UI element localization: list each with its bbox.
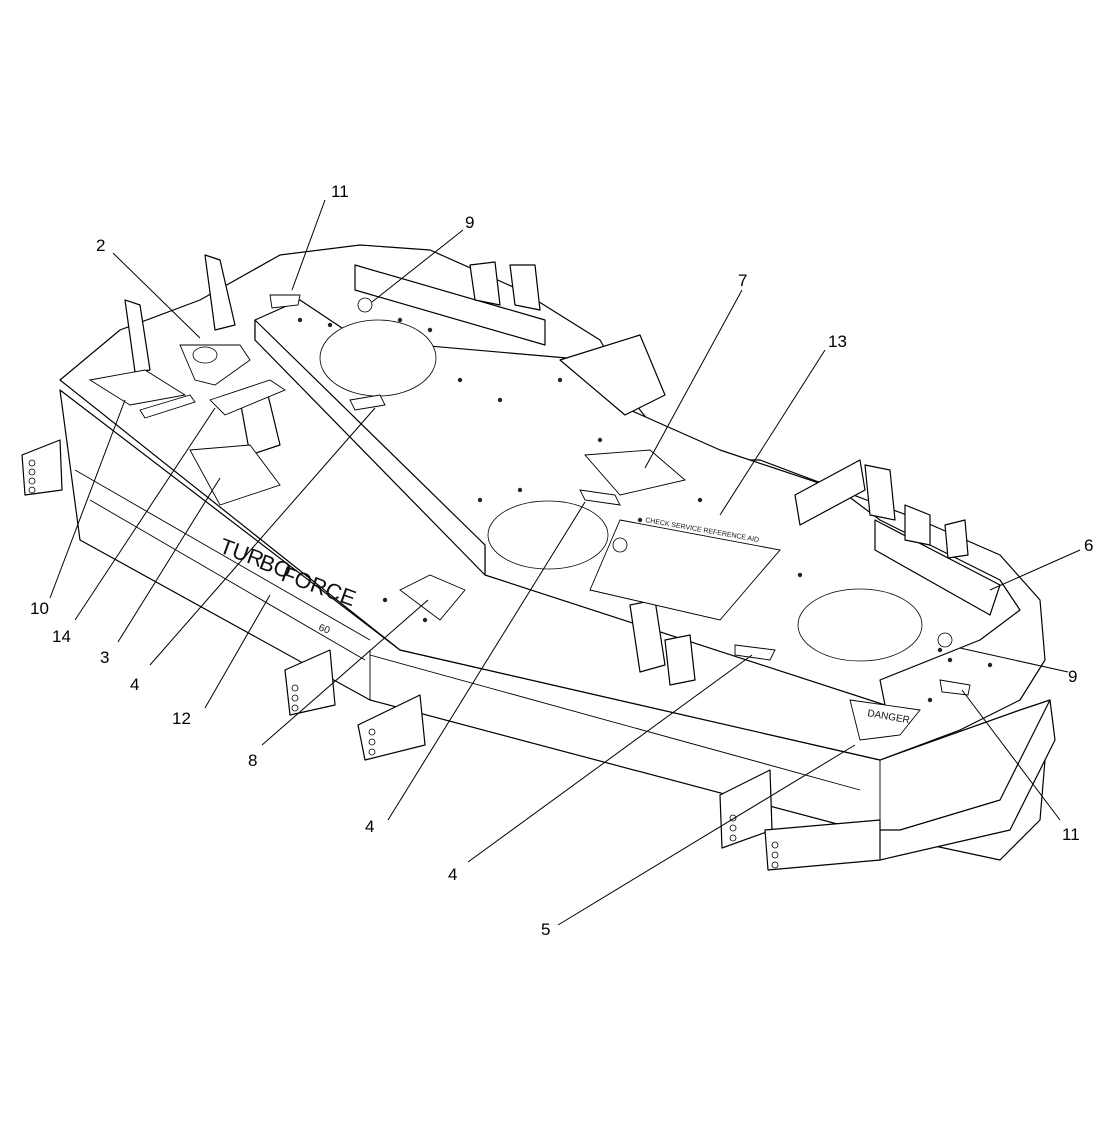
bracket-rear-1 bbox=[469, 261, 501, 306]
callout-13: 13 bbox=[828, 332, 847, 351]
callout-2: 2 bbox=[96, 236, 105, 255]
decal-4-right bbox=[734, 644, 776, 661]
callout-4-center: 4 bbox=[365, 817, 374, 836]
decal-8 bbox=[399, 574, 466, 621]
callout-10: 10 bbox=[30, 599, 49, 618]
blade-opening-center bbox=[487, 500, 609, 570]
plug-center bbox=[612, 537, 628, 553]
callout-8: 8 bbox=[248, 751, 257, 770]
callout-14: 14 bbox=[52, 627, 71, 646]
callout-9-right: 9 bbox=[1068, 667, 1077, 686]
bracket-rear-2 bbox=[509, 264, 541, 311]
callout-12: 12 bbox=[172, 709, 191, 728]
plug-9-top bbox=[357, 297, 373, 313]
callout-3: 3 bbox=[100, 648, 109, 667]
callout-4-right: 4 bbox=[448, 865, 457, 884]
bracket-top-left bbox=[204, 254, 236, 331]
blade-opening-right bbox=[797, 588, 923, 662]
callout-numbers: 11 9 2 7 13 6 9 11 10 14 3 4 12 8 4 4 5 bbox=[30, 182, 1093, 939]
callout-6: 6 bbox=[1084, 536, 1093, 555]
bracket-rear-3 bbox=[559, 334, 666, 416]
bracket-right-3 bbox=[944, 519, 969, 559]
callout-4-left: 4 bbox=[130, 675, 139, 694]
decals: CHECK SERVICE REFERENCE AID DANGER bbox=[88, 294, 971, 741]
decal-11-top bbox=[269, 294, 301, 309]
bracket-left bbox=[124, 299, 151, 373]
plug-9-right bbox=[937, 632, 953, 648]
decal-14 bbox=[209, 379, 286, 416]
decal-5 bbox=[849, 699, 921, 741]
deck-baffles bbox=[254, 264, 1001, 616]
decal-13 bbox=[589, 519, 781, 621]
bracket-right-2 bbox=[904, 504, 931, 546]
brand-model: 60 bbox=[317, 622, 332, 636]
decal-7 bbox=[584, 449, 686, 496]
bracket-right-rail bbox=[794, 459, 866, 526]
decal-10 bbox=[88, 369, 187, 406]
leader-lines bbox=[49, 199, 1081, 926]
decal-4-left bbox=[349, 394, 386, 411]
callout-9-top: 9 bbox=[465, 213, 474, 232]
callout-7: 7 bbox=[738, 271, 747, 290]
callout-5: 5 bbox=[541, 920, 550, 939]
deck-brackets bbox=[124, 254, 969, 686]
bracket-front-center-2 bbox=[664, 634, 696, 686]
callout-11-top: 11 bbox=[331, 182, 349, 201]
bracket-right-1 bbox=[864, 464, 896, 521]
decal-10-strip bbox=[139, 394, 196, 419]
decal-4-center bbox=[579, 489, 621, 506]
blade-openings bbox=[319, 319, 923, 662]
blade-opening-left bbox=[319, 319, 437, 397]
lift-arms bbox=[21, 439, 881, 871]
callout-11-right: 11 bbox=[1062, 825, 1080, 844]
